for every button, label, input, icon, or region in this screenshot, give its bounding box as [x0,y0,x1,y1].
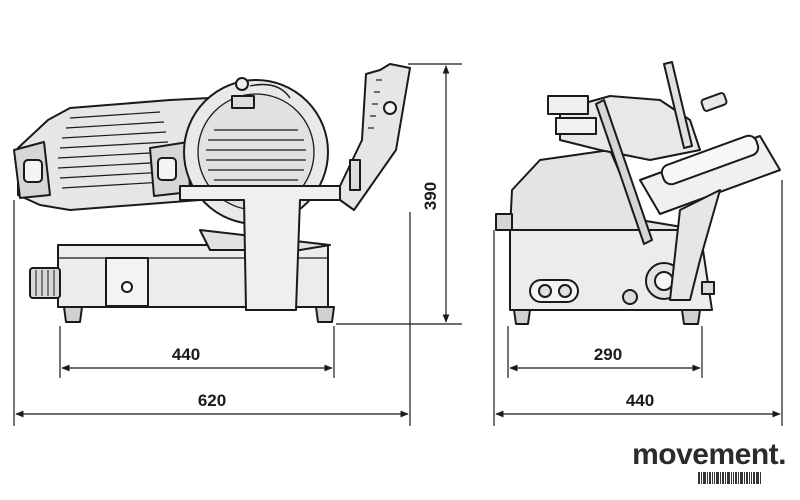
side-base-depth-label: 290 [594,345,622,364]
dimension-lines [13,63,783,426]
barcode-graphic [698,472,784,484]
front-overall-width-label: 620 [198,391,226,410]
side-overall-depth-label: 440 [626,391,654,410]
front-base-width-label: 440 [172,345,200,364]
side-view [495,61,781,325]
front-view [13,63,411,323]
movement-logo: movement. [632,438,786,471]
height-label: 390 [421,182,440,210]
